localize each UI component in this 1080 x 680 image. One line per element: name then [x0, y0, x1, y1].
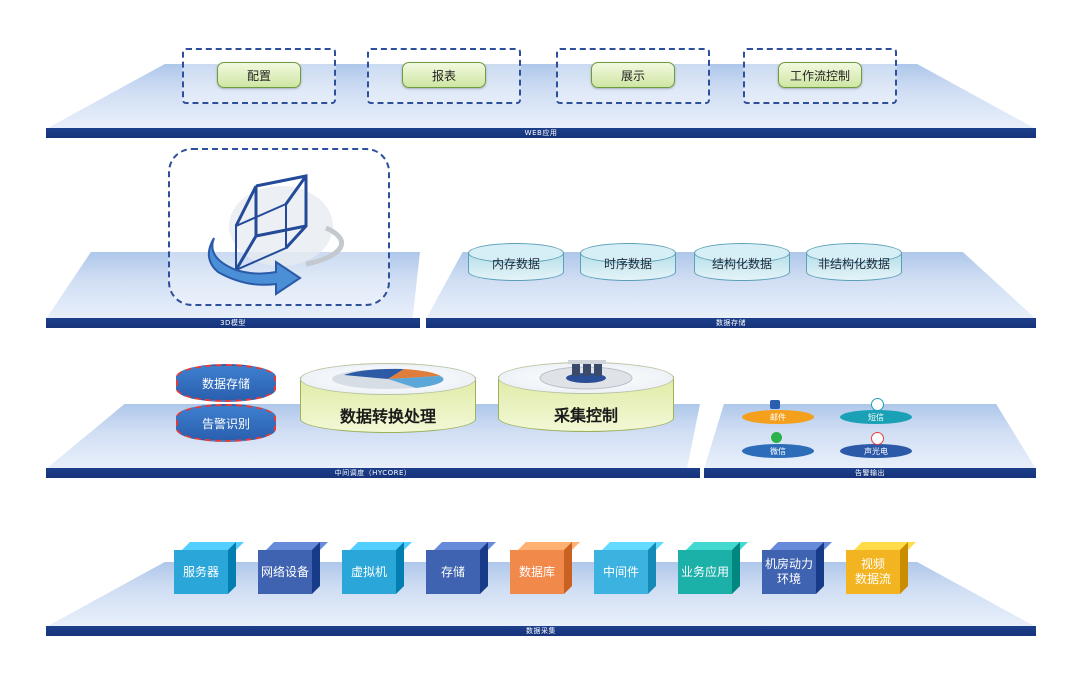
pie-chart-icon [332, 368, 444, 389]
alert-layer-label: 告警输出 [704, 468, 1036, 478]
storage-timeseries[interactable]: 时序数据 [580, 243, 676, 281]
storage-structured[interactable]: 结构化数据 [694, 243, 790, 281]
collect-source-9[interactable]: 视频 数据流 [846, 542, 916, 594]
hycore-stack-storage[interactable]: 数据存储 [176, 364, 276, 402]
alert-lightsound[interactable]: 声光电 [840, 444, 912, 458]
collect-source-label: 视频 数据流 [846, 550, 900, 594]
storage-layer-label: 数据存储 [426, 318, 1036, 328]
collect-source-label: 虚拟机 [342, 550, 396, 594]
collect-source-1[interactable]: 服务器 [174, 542, 244, 594]
web-layer-plate [46, 64, 1036, 129]
collect-source-label: 业务应用 [678, 550, 732, 594]
collect-source-label: 数据库 [510, 550, 564, 594]
cube-side [480, 542, 488, 594]
hycore-collect-module[interactable]: 采集控制 [498, 360, 674, 432]
collect-layer-label: 数据采集 [46, 626, 1036, 636]
alarm-light-icon [871, 432, 884, 445]
collect-source-2[interactable]: 网络设备 [258, 542, 328, 594]
storage-timeseries-label: 时序数据 [603, 257, 652, 271]
collect-source-4[interactable]: 存储 [426, 542, 496, 594]
collect-source-label: 机房动力 环境 [762, 550, 816, 594]
collect-source-label: 服务器 [174, 550, 228, 594]
storage-structured-label: 结构化数据 [711, 257, 772, 271]
storage-unstructured-label: 非结构化数据 [817, 257, 890, 271]
web-item-report[interactable]: 报表 [402, 62, 486, 88]
alert-wechat[interactable]: 微信 [742, 444, 814, 458]
cube-side [900, 542, 908, 594]
collect-source-label: 存储 [426, 550, 480, 594]
web-item-display[interactable]: 展示 [591, 62, 675, 88]
web-item-workflow[interactable]: 工作流控制 [778, 62, 862, 88]
collect-source-5[interactable]: 数据库 [510, 542, 580, 594]
model-layer-plate [46, 252, 420, 319]
wechat-icon [771, 432, 782, 443]
3d-cube-icon [207, 174, 345, 296]
hycore-transform-module[interactable]: 数据转换处理 [300, 363, 476, 433]
cube-side [312, 542, 320, 594]
hycore-layer-label: 中间调度（HYCORE） [46, 468, 700, 478]
cube-side [564, 542, 572, 594]
storage-memory-label: 内存数据 [491, 257, 540, 271]
web-layer: WEB应用 [46, 64, 1036, 138]
hycore-collect-label: 采集控制 [553, 406, 618, 425]
alert-sms[interactable]: 短信 [840, 410, 912, 424]
collect-source-7[interactable]: 业务应用 [678, 542, 748, 594]
storage-unstructured[interactable]: 非结构化数据 [806, 243, 902, 281]
web-item-config[interactable]: 配置 [217, 62, 301, 88]
mail-icon [770, 400, 780, 409]
alert-email[interactable]: 邮件 [742, 410, 814, 424]
collect-source-label: 中间件 [594, 550, 648, 594]
cube-side [648, 542, 656, 594]
cube-side [228, 542, 236, 594]
hycore-stack-alarm[interactable]: 告警识别 [176, 404, 276, 442]
model-layer: 3D模型 [46, 252, 420, 328]
collect-source-label: 网络设备 [258, 550, 312, 594]
web-layer-label: WEB应用 [46, 128, 1036, 138]
model-layer-label: 3D模型 [46, 318, 420, 328]
cube-side [732, 542, 740, 594]
collect-source-3[interactable]: 虚拟机 [342, 542, 412, 594]
gear-icon [539, 360, 633, 390]
collect-source-8[interactable]: 机房动力 环境 [762, 542, 832, 594]
collect-source-6[interactable]: 中间件 [594, 542, 664, 594]
cube-side [396, 542, 404, 594]
hycore-transform-label: 数据转换处理 [339, 407, 436, 426]
paper-plane-icon [871, 398, 884, 411]
storage-memory[interactable]: 内存数据 [468, 243, 564, 281]
cube-side [816, 542, 824, 594]
